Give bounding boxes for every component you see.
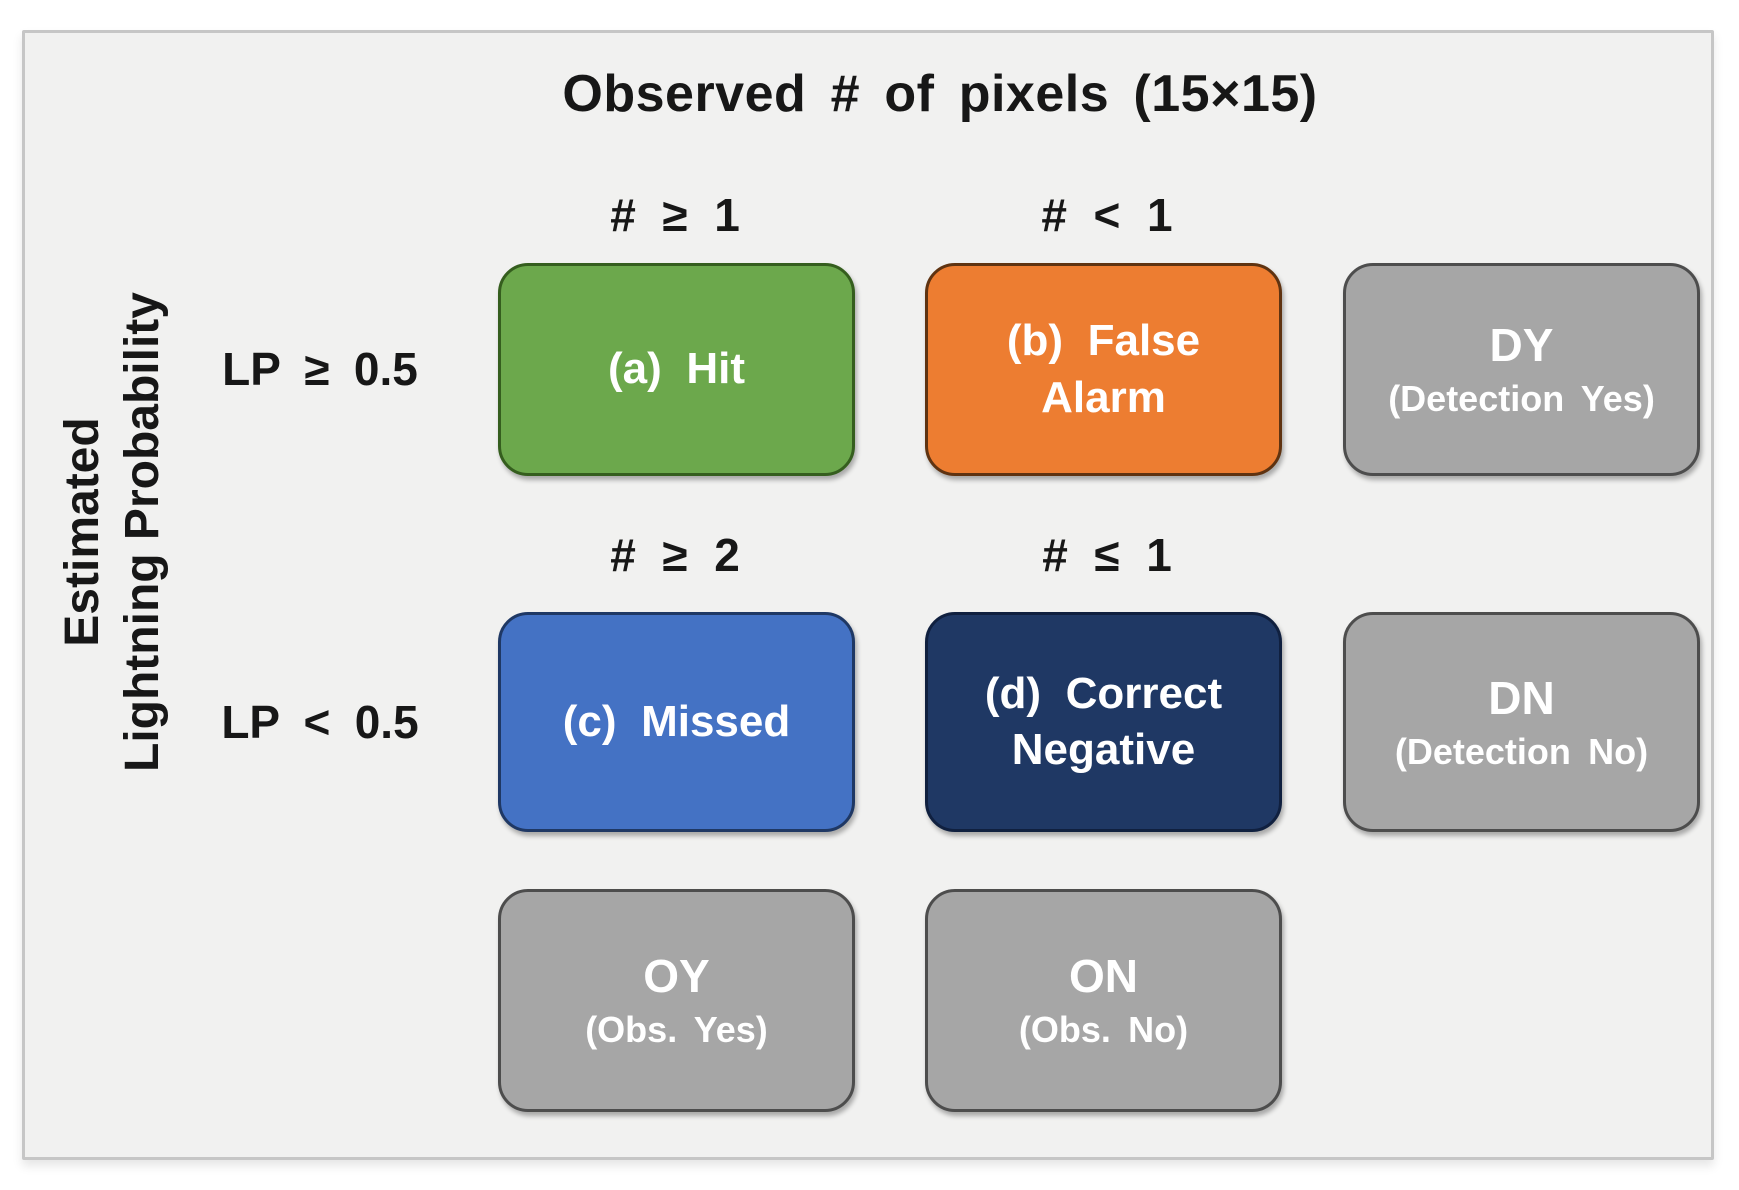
y-axis-title: Estimated Lightning Probability bbox=[53, 212, 183, 852]
obs-yes-box: OY (Obs. Yes) bbox=[498, 889, 855, 1112]
missed-box: (c) Missed bbox=[498, 612, 855, 832]
detection-no-label: DN bbox=[1488, 671, 1555, 724]
col-header-ge1: # ≥ 1 bbox=[610, 189, 740, 241]
correct-negative-label-line2: Negative bbox=[1011, 725, 1196, 774]
obs-yes-sublabel: (Obs. Yes) bbox=[585, 1009, 768, 1050]
row-label-lp-ge-05: LP ≥ 0.5 bbox=[222, 343, 418, 395]
y-axis-title-line2: Lightning Probability bbox=[116, 292, 169, 772]
hit-label: (a) Hit bbox=[608, 344, 745, 394]
detection-yes-label: DY bbox=[1489, 319, 1554, 372]
detection-no-sublabel: (Detection No) bbox=[1394, 730, 1649, 772]
detection-yes-sublabel: (Detection Yes) bbox=[1388, 378, 1655, 419]
x-axis-title: Observed # of pixels (15×15) bbox=[562, 65, 1318, 123]
missed-label: (c) Missed bbox=[562, 696, 791, 746]
y-axis-title-line1: Estimated bbox=[56, 417, 109, 647]
obs-yes-label: OY bbox=[643, 950, 710, 1003]
false-alarm-box: (b) False Alarm bbox=[925, 263, 1282, 476]
diagram-panel bbox=[22, 30, 1714, 1160]
detection-no-box: DN (Detection No) bbox=[1343, 612, 1700, 832]
row-label-lp-lt-05: LP < 0.5 bbox=[221, 696, 419, 748]
false-alarm-label-line1: (b) False bbox=[1006, 316, 1201, 366]
obs-no-label: ON bbox=[1069, 950, 1138, 1003]
col-header-le1: # ≤ 1 bbox=[1042, 529, 1172, 581]
false-alarm-label-line2: Alarm bbox=[1041, 372, 1166, 422]
col-header-ge2: # ≥ 2 bbox=[610, 529, 740, 581]
correct-negative-box: (d) Correct Negative bbox=[925, 612, 1282, 832]
obs-no-sublabel: (Obs. No) bbox=[1018, 1009, 1189, 1050]
obs-no-box: ON (Obs. No) bbox=[925, 889, 1282, 1112]
correct-negative-label-line1: (d) Correct bbox=[984, 668, 1223, 718]
hit-box: (a) Hit bbox=[498, 263, 855, 476]
detection-yes-box: DY (Detection Yes) bbox=[1343, 263, 1700, 476]
col-header-lt1: # < 1 bbox=[1041, 189, 1173, 241]
